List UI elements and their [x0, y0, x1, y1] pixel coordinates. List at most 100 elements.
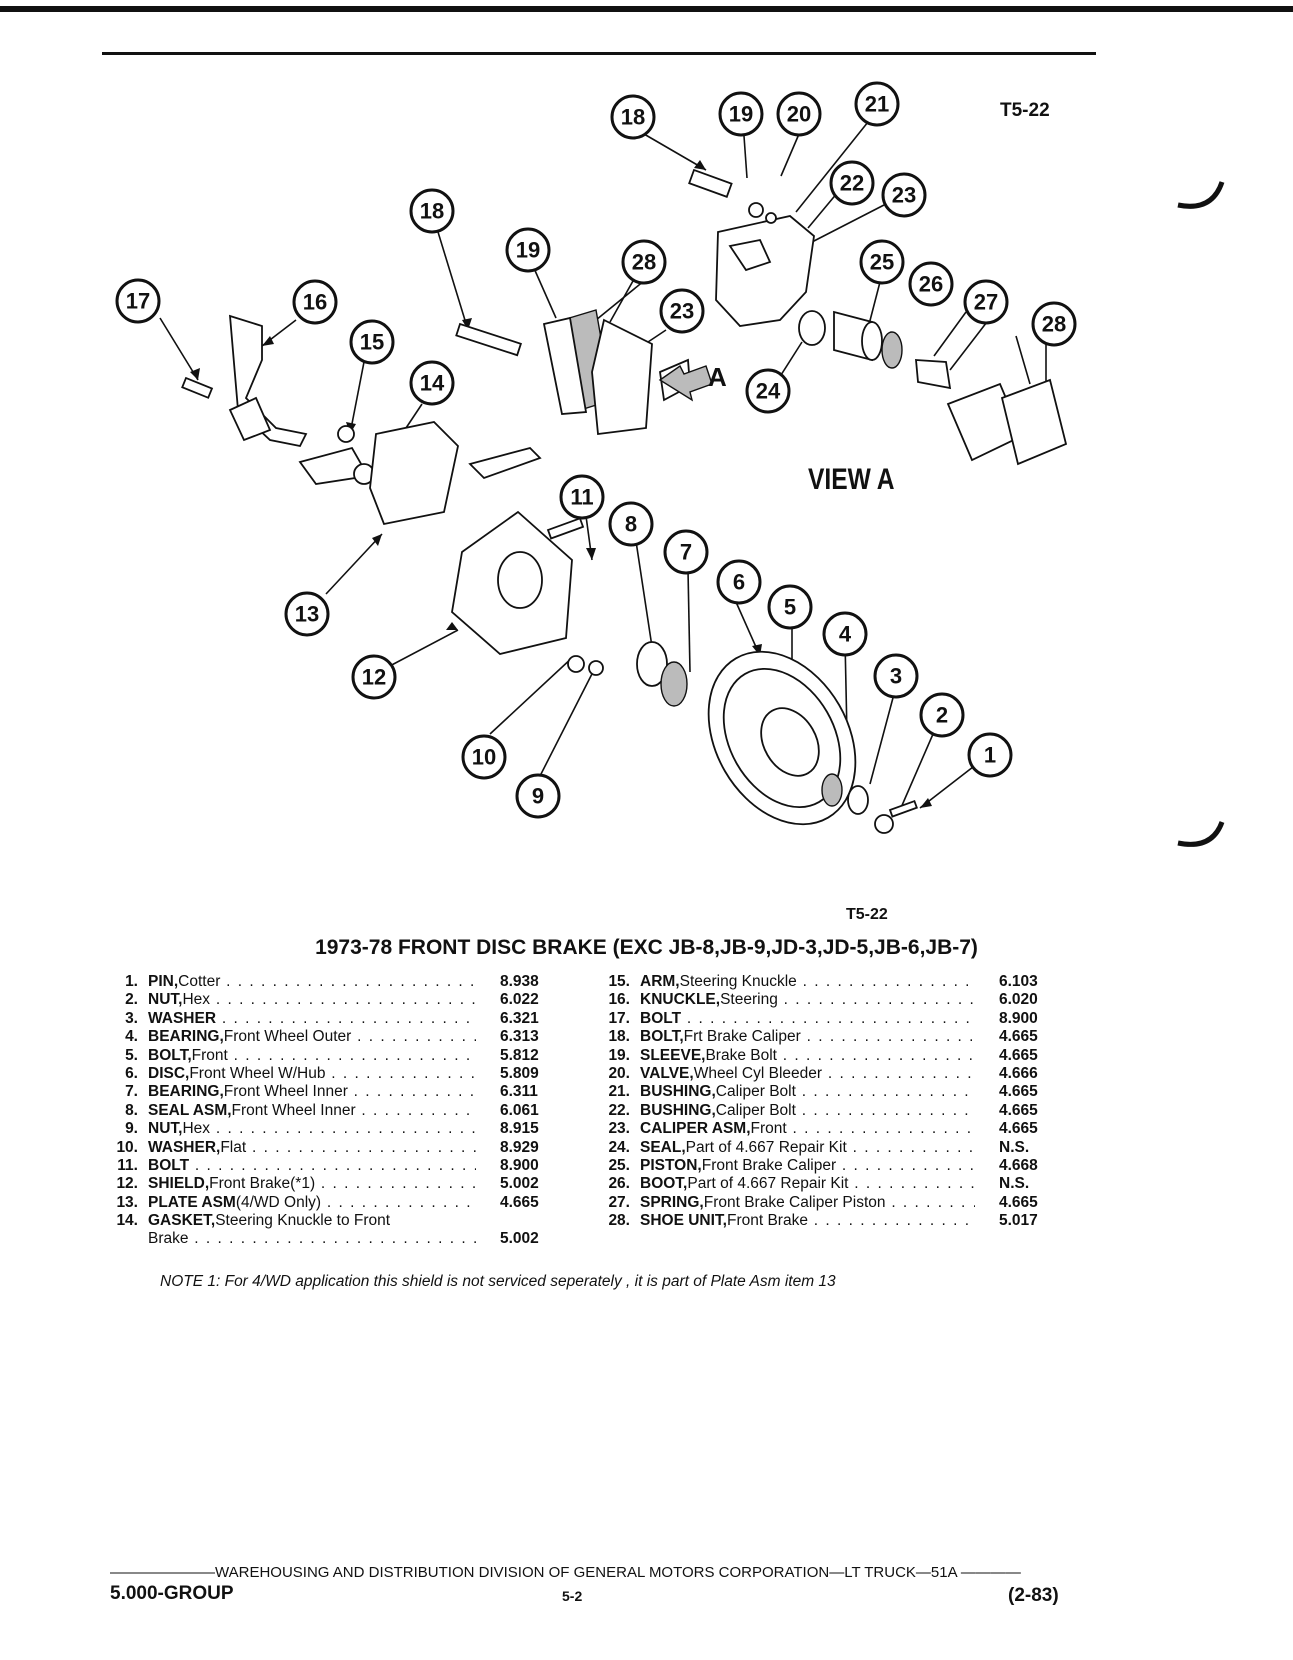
part-number: 25.: [608, 1156, 630, 1174]
group-code: 5.812: [500, 1046, 539, 1064]
part-detail: Front Wheel Inner: [223, 1083, 348, 1101]
group-code: 6.103: [999, 973, 1038, 990]
parts-list-row: 11.BOLT . . . . . . . . . . . . . . . . …: [108, 1157, 578, 1175]
part-description: CALIPER ASM, Front . . . . . . . . . . .…: [640, 1120, 975, 1138]
part-detail: Hex: [182, 1120, 211, 1138]
svg-text:14: 14: [420, 371, 445, 396]
part-number: 8.: [125, 1101, 138, 1119]
part-number: 12.: [116, 1175, 138, 1193]
callout-7: 7: [663, 529, 709, 575]
part-detail: Brake Bolt: [705, 1046, 777, 1064]
part-number: 14.: [116, 1212, 138, 1230]
leader-dots: . . . . . . . . . . . . . . . . . . . . …: [813, 1212, 975, 1230]
parts-list-left: 1. PIN, Cotter . . . . . . . . . . . . . …: [108, 973, 578, 1249]
figure-code-top: T5-22: [1000, 100, 1050, 121]
svg-text:15: 15: [360, 330, 384, 355]
parts-list-row: 6.DISC, Front Wheel W/Hub . . . . . . . …: [108, 1065, 578, 1083]
group-code: 8.900: [500, 1156, 539, 1174]
part-detail: Cotter: [178, 973, 221, 990]
part-number: 6.: [125, 1064, 138, 1082]
parts-list-row: 8.SEAL ASM, Front Wheel Inner . . . . . …: [108, 1102, 578, 1120]
leader-dots: . . . . . . . . . . . . . . . . . . . . …: [891, 1193, 975, 1211]
svg-text:23: 23: [892, 183, 916, 208]
group-code: 4.665: [999, 1193, 1038, 1211]
part-number: 1.: [125, 973, 138, 990]
part-number: 7.: [125, 1083, 138, 1101]
callout-11: 11: [559, 474, 605, 520]
svg-text:18: 18: [621, 105, 645, 130]
part-description: PLATE ASM (4/WD Only) . . . . . . . . . …: [148, 1194, 476, 1212]
callout-14: 14: [409, 360, 455, 406]
page-edge-mark: [1177, 821, 1225, 847]
part-name: VALVE,: [640, 1064, 694, 1082]
part-number: 24.: [608, 1138, 630, 1156]
part-name: KNUCKLE,: [640, 991, 721, 1009]
leader-dots: . . . . . . . . . . . . . . . . . . . . …: [215, 991, 476, 1009]
group-code: 4.665: [999, 1028, 1038, 1046]
footer-organization: ———————WAREHOUSING AND DISTRIBUTION DIVI…: [110, 1564, 1021, 1581]
part-description: SHIELD, Front Brake(*1) . . . . . . . . …: [148, 1175, 476, 1193]
callout-19-mid: 19: [505, 227, 551, 273]
parts-list-row: 26.BOOT, Part of 4.667 Repair Kit . . . …: [600, 1175, 1120, 1193]
part-detail: Front Brake(*1): [209, 1175, 316, 1193]
svg-text:21: 21: [865, 92, 889, 117]
caliper-assembly-illustration: [688, 168, 1068, 466]
part-number: 15.: [608, 973, 630, 990]
part-number: 3.: [125, 1009, 138, 1027]
callout-3: 3: [873, 653, 919, 699]
group-code: 6.022: [500, 991, 539, 1009]
group-code: N.S.: [999, 1175, 1030, 1193]
part-description: PISTON, Front Brake Caliper . . . . . . …: [640, 1157, 975, 1175]
part-detail: Front Wheel W/Hub: [189, 1064, 326, 1082]
svg-text:11: 11: [570, 485, 593, 510]
part-name: PIN,: [148, 973, 179, 990]
part-detail: Flat: [220, 1138, 247, 1156]
callout-19-top: 19: [718, 91, 764, 137]
group-code: 4.665: [999, 1046, 1038, 1064]
callout-20: 20: [776, 91, 822, 137]
part-description: BUSHING, Caliper Bolt . . . . . . . . . …: [640, 1102, 975, 1120]
svg-text:18: 18: [420, 199, 444, 224]
part-description: BEARING, Front Wheel Inner . . . . . . .…: [148, 1083, 476, 1101]
group-code: 4.666: [999, 1064, 1038, 1082]
part-description: Brake . . . . . . . . . . . . . . . . . …: [148, 1230, 476, 1248]
group-code: 6.313: [500, 1028, 539, 1046]
part-name: PLATE ASM: [148, 1193, 236, 1211]
leader-dots: . . . . . . . . . . . . . . . . . . . . …: [686, 1009, 975, 1027]
leader-dots: . . . . . . . . . . . . . . . . . . . . …: [194, 1230, 476, 1248]
part-number: 18.: [608, 1028, 630, 1046]
footer-date: (2-83): [1008, 1585, 1059, 1606]
leader-dots: . . . . . . . . . . . . . . . . . . . . …: [194, 1156, 476, 1174]
part-detail: Steering Knuckle: [679, 973, 797, 990]
part-detail: Hex: [182, 991, 211, 1009]
page-title: 1973-78 FRONT DISC BRAKE (EXC JB-8,JB-9,…: [315, 936, 978, 959]
callout-25: 25: [859, 239, 905, 285]
part-detail: Wheel Cyl Bleeder: [693, 1064, 823, 1082]
part-name: CALIPER ASM,: [640, 1120, 751, 1138]
group-code: 5.002: [500, 1175, 539, 1193]
leader-dots: . . . . . . . . . . . . . . . . . . . . …: [802, 973, 975, 990]
leader-dots: . . . . . . . . . . . . . . . . . . . . …: [221, 1009, 476, 1027]
part-description: SHOE UNIT, Front Brake . . . . . . . . .…: [640, 1212, 975, 1230]
part-detail: Front: [750, 1120, 787, 1138]
parts-list-row: 25. PISTON, Front Brake Caliper . . . . .…: [600, 1157, 1120, 1175]
part-name: BEARING,: [148, 1083, 224, 1101]
svg-text:17: 17: [126, 289, 150, 314]
leader-dots: . . . . . . . . . . . . . . . . . . . . …: [852, 1138, 975, 1156]
group-code: N.S.: [999, 1138, 1030, 1156]
svg-text:12: 12: [362, 665, 386, 690]
part-number: 11.: [117, 1156, 138, 1174]
svg-text:13: 13: [295, 602, 319, 627]
parts-list-row: 12. SHIELD, Front Brake(*1) . . . . . . .…: [108, 1175, 578, 1193]
callout-1: 1: [967, 732, 1013, 778]
part-description: BEARING, Front Wheel Outer . . . . . . .…: [148, 1028, 476, 1046]
svg-text:28: 28: [632, 250, 656, 275]
part-name: BEARING,: [148, 1028, 224, 1046]
part-detail: (4/WD Only): [235, 1193, 322, 1211]
part-detail: Part of 4.667 Repair Kit: [687, 1175, 849, 1193]
part-number: 19.: [608, 1046, 630, 1064]
leader-dots: . . . . . . . . . . . . . . . . . . . . …: [827, 1064, 975, 1082]
group-code: 5.002: [500, 1230, 539, 1248]
parts-list-row: 18.BOLT, Frt Brake Caliper . . . . . . .…: [600, 1028, 1120, 1046]
group-code: 8.915: [500, 1120, 539, 1138]
